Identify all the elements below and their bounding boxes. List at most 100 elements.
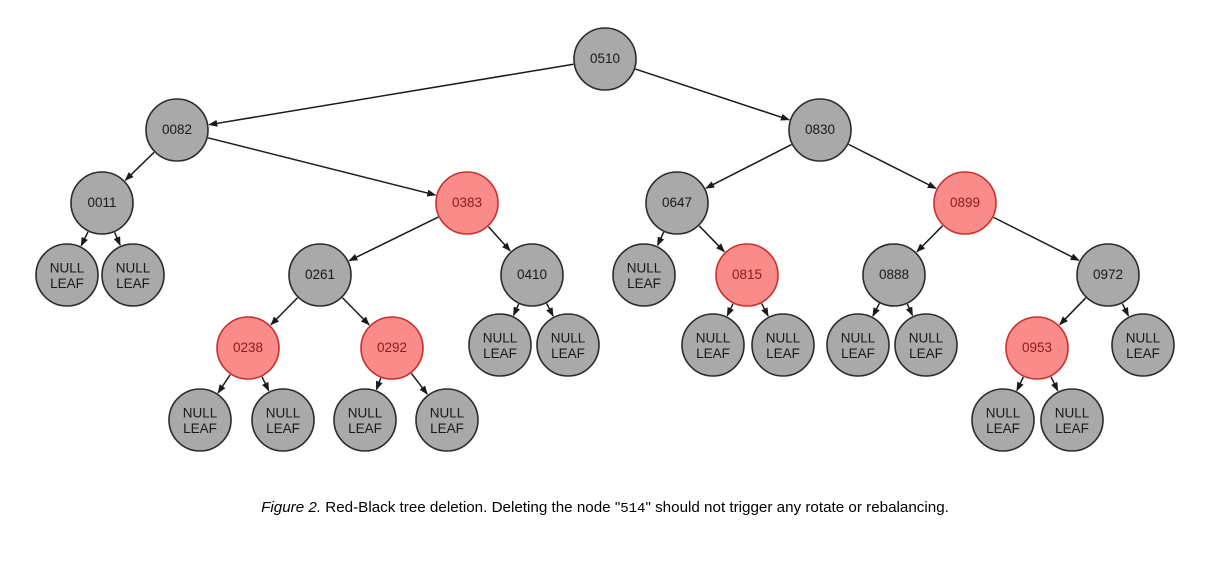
tree-node-0899[interactable]: 0899 (933, 171, 997, 235)
node-label-0238: 0238 (233, 340, 263, 355)
null-leaf-circle (751, 313, 815, 377)
tree-edge-n0830-to-n0647 (705, 143, 792, 189)
null-leaf-label-line2: LEAF (766, 346, 800, 361)
null-leaf-label-line2: LEAF (50, 276, 84, 291)
node-circle-0830 (788, 98, 852, 162)
null-leaf-label-line2: LEAF (483, 346, 517, 361)
node-label-0261: 0261 (305, 267, 335, 282)
null-leaf-label-line2: LEAF (183, 421, 217, 436)
node-circle-0815 (715, 243, 779, 307)
node-label-0410: 0410 (517, 267, 547, 282)
null-leaf-label-line1: NULL (1055, 406, 1090, 421)
node-circle-0972 (1076, 243, 1140, 307)
tree-node-0011[interactable]: 0011 (70, 171, 134, 235)
null-leaf-circle (826, 313, 890, 377)
null-leaf-circle (612, 243, 676, 307)
node-label-0953: 0953 (1022, 340, 1052, 355)
null-leaf-circle (1040, 388, 1104, 452)
tree-edge-n0972-to-n0953 (1059, 297, 1087, 326)
null-leaf-label-line2: LEAF (986, 421, 1020, 436)
figure-caption: Figure 2. Red-Black tree deletion. Delet… (0, 498, 1210, 519)
caption-deleted-node-value: 514 (620, 501, 646, 517)
tree-node-0410[interactable]: 0410 (500, 243, 564, 307)
red-black-tree-diagram: 0510 0082 0830 0011 0383 0647 0899 0261 0410 0815… (35, 27, 1175, 452)
null-leaf-circle (333, 388, 397, 452)
null-leaf-circle (681, 313, 745, 377)
node-circle-0888 (862, 243, 926, 307)
tree-node-0383[interactable]: 0383 (435, 171, 499, 235)
node-circle-0510 (573, 27, 637, 91)
tree-node-0972[interactable]: 0972 (1076, 243, 1140, 307)
tree-edge-n0953-to-l0953b (1050, 376, 1059, 392)
tree-node-0953[interactable]: 0953 (1005, 316, 1069, 380)
node-circle-0410 (500, 243, 564, 307)
tree-edge-n0383-to-n0261 (348, 216, 439, 262)
node-label-0830: 0830 (805, 122, 835, 137)
tree-node-0292[interactable]: 0292 (360, 316, 424, 380)
null-leaf-label-line2: LEAF (841, 346, 875, 361)
tree-edge-n0953-to-l0953a (1016, 376, 1025, 392)
tree-edge-n0815-to-l0815a (726, 303, 734, 317)
node-circle-0261 (288, 243, 352, 307)
caption-text-after: " should not trigger any rotate or rebal… (645, 499, 949, 516)
tree-edge-n0082-to-n0383 (207, 137, 437, 197)
node-label-0011: 0011 (87, 195, 116, 210)
null-leaf-circle (1111, 313, 1175, 377)
tree-node-0888[interactable]: 0888 (862, 243, 926, 307)
node-label-0888: 0888 (879, 267, 909, 282)
node-circle-0082 (145, 98, 209, 162)
tree-edge-n0292-to-l0292b (410, 372, 428, 395)
null-leaf-circle (468, 313, 532, 377)
null-leaf-label-line1: NULL (183, 406, 218, 421)
tree-node-0815[interactable]: 0815 (715, 243, 779, 307)
tree-edge-n0647-to-l0647a (656, 231, 665, 247)
null-leaf-label-line1: NULL (348, 406, 383, 421)
tree-edge-n0410-to-l0410b (545, 303, 554, 317)
null-leaf-label-line2: LEAF (116, 276, 150, 291)
node-label-0510: 0510 (590, 51, 620, 66)
node-circle-0953 (1005, 316, 1069, 380)
tree-node-0082[interactable]: 0082 (145, 98, 209, 162)
tree-node-0510[interactable]: 0510 (573, 27, 637, 91)
null-leaf-label-line1: NULL (483, 331, 518, 346)
null-leaf-label-line2: LEAF (430, 421, 464, 436)
tree-edge-n0261-to-n0238 (270, 297, 299, 326)
tree-edges (80, 63, 1130, 395)
tree-edge-n0383-to-n0410 (487, 226, 511, 252)
tree-edge-n0510-to-n0082 (208, 63, 574, 127)
null-leaf-label-line2: LEAF (696, 346, 730, 361)
tree-edge-n0011-to-l0011b (113, 232, 121, 246)
tree-edge-n0815-to-l0815b (760, 303, 769, 317)
null-leaf-label-line1: NULL (986, 406, 1021, 421)
node-circle-0238 (216, 316, 280, 380)
tree-node-0238[interactable]: 0238 (216, 316, 280, 380)
tree-node-0647[interactable]: 0647 (645, 171, 709, 235)
null-leaf-label-line1: NULL (627, 261, 662, 276)
tree-edge-n0011-to-l0011a (80, 231, 89, 247)
node-circle-0011 (70, 171, 134, 235)
node-label-0972: 0972 (1093, 267, 1123, 282)
tree-node-0830[interactable]: 0830 (788, 98, 852, 162)
node-label-0815: 0815 (732, 267, 762, 282)
null-leaf-circle (168, 388, 232, 452)
tree-edge-n0888-to-l0888b (905, 303, 914, 317)
null-leaf-label-line1: NULL (430, 406, 465, 421)
null-leaf-label-line1: NULL (909, 331, 944, 346)
tree-node-0261[interactable]: 0261 (288, 243, 352, 307)
